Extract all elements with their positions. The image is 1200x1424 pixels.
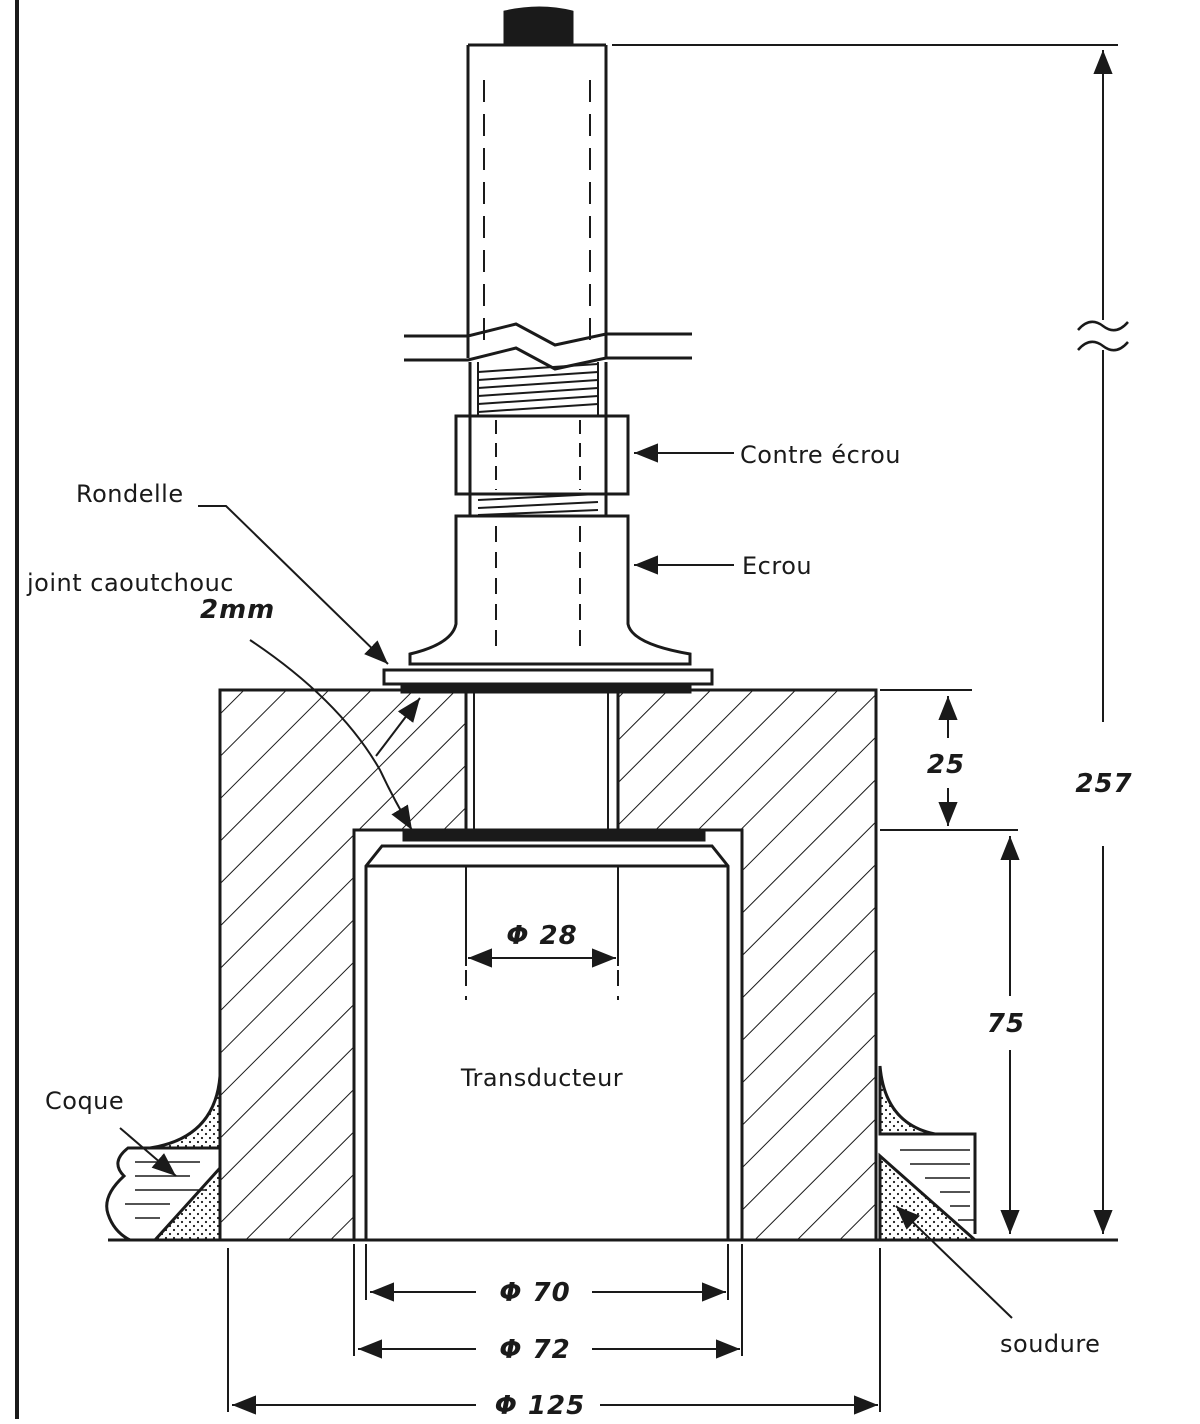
hull-right (880, 1132, 977, 1234)
weld-left-upper (149, 1075, 222, 1150)
dimension-diameter-72: Φ 72 (499, 1335, 570, 1365)
dimension-height-bottom: 75 (987, 1009, 1025, 1039)
label-ecrou: Ecrou (742, 552, 812, 580)
label-whiteout (392, 1008, 692, 1044)
label-contre-ecrou: Contre écrou (740, 441, 901, 469)
label-joint-thickness: 2mm (200, 595, 275, 625)
rubber-gasket-top (400, 684, 692, 694)
dimension-diameter-70: Φ 70 (499, 1278, 570, 1308)
dimension-height-total: 257 (1075, 769, 1132, 799)
hull-left (105, 1146, 218, 1242)
weld-right-lower (878, 1152, 979, 1242)
dimension-diameter-125: Φ 125 (495, 1391, 585, 1419)
washer (382, 668, 714, 686)
weld-right-upper (878, 1065, 936, 1136)
dimension-height-top: 25 (927, 750, 965, 780)
upper-tube (404, 43, 692, 371)
label-coque: Coque (45, 1087, 124, 1115)
label-rondelle: Rondelle (76, 480, 184, 508)
dimension-diameter-28: Φ 28 (506, 921, 577, 951)
lock-nut (454, 414, 630, 496)
nut (408, 514, 692, 666)
leader-lines (119, 443, 1013, 1319)
label-transducteur: Transducteur (460, 1064, 623, 1092)
central-bore (464, 690, 620, 830)
rubber-gasket-bottom (402, 830, 706, 842)
cable-stub (503, 6, 574, 47)
threaded-rod (468, 362, 608, 516)
dimension-lines-right (612, 44, 1129, 1234)
label-soudure: soudure (1000, 1330, 1100, 1358)
dimension-lines-bottom (227, 870, 881, 1415)
label-joint-caoutchouc: joint caoutchouc (26, 569, 234, 597)
cavity-outline (352, 828, 744, 1240)
